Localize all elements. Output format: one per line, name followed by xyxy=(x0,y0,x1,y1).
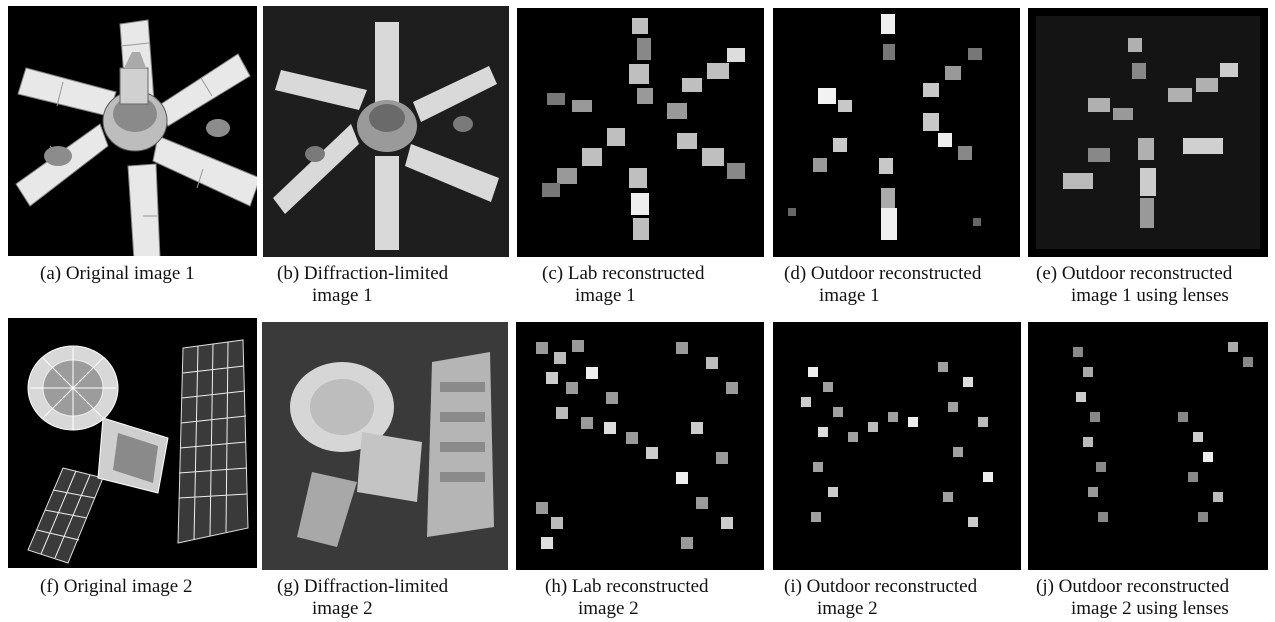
caption-h-line1: (h) Lab reconstructed xyxy=(545,576,709,597)
caption-i: (i) Outdoor reconstructed image 2 xyxy=(784,576,977,620)
caption-b-line1: (b) Diffraction-limited xyxy=(277,263,449,284)
caption-c-line1: (c) Lab reconstructed xyxy=(542,263,705,284)
caption-d-line1: (d) Outdoor reconstructed xyxy=(784,263,982,284)
caption-g-line1: (g) Diffraction-limited xyxy=(277,576,449,597)
image-i-outdoor-reconstructed-2 xyxy=(773,322,1021,570)
caption-a: (a) Original image 1 xyxy=(40,263,195,285)
caption-j-line2: image 2 using lenses xyxy=(1071,598,1229,619)
image-f-original-2 xyxy=(8,318,257,568)
caption-c: (c) Lab reconstructed image 1 xyxy=(542,263,704,307)
image-j-outdoor-reconstructed-lenses-2 xyxy=(1028,322,1268,570)
caption-c-line2: image 1 xyxy=(575,285,636,306)
caption-f: (f) Original image 2 xyxy=(40,576,192,598)
caption-i-line1: (i) Outdoor reconstructed xyxy=(784,576,978,597)
caption-b: (b) Diffraction-limited image 1 xyxy=(277,263,448,307)
image-b-diffraction-limited-1 xyxy=(263,6,509,257)
caption-e-line1: (e) Outdoor reconstructed xyxy=(1036,263,1233,284)
caption-e-line2: image 1 using lenses xyxy=(1071,285,1229,306)
caption-b-line2: image 1 xyxy=(312,285,373,306)
caption-i-line2: image 2 xyxy=(817,598,878,619)
caption-g: (g) Diffraction-limited image 2 xyxy=(277,576,448,620)
image-g-diffraction-limited-2 xyxy=(262,322,508,570)
caption-g-line2: image 2 xyxy=(312,598,373,619)
image-e-outdoor-reconstructed-lenses-1 xyxy=(1028,8,1268,257)
caption-j-line1: (j) Outdoor reconstructed xyxy=(1036,576,1230,597)
image-d-outdoor-reconstructed-1 xyxy=(773,8,1020,257)
caption-e: (e) Outdoor reconstructed image 1 using … xyxy=(1036,263,1232,307)
caption-a-line1: (a) Original image 1 xyxy=(40,263,195,284)
caption-j: (j) Outdoor reconstructed image 2 using … xyxy=(1036,576,1229,620)
image-a-original-1 xyxy=(8,6,257,256)
caption-d: (d) Outdoor reconstructed image 1 xyxy=(784,263,981,307)
caption-h: (h) Lab reconstructed image 2 xyxy=(545,576,709,620)
image-h-lab-reconstructed-2 xyxy=(516,322,764,570)
caption-d-line2: image 1 xyxy=(819,285,880,306)
image-c-lab-reconstructed-1 xyxy=(517,8,764,257)
caption-f-line1: (f) Original image 2 xyxy=(40,576,193,597)
caption-h-line2: image 2 xyxy=(578,598,639,619)
